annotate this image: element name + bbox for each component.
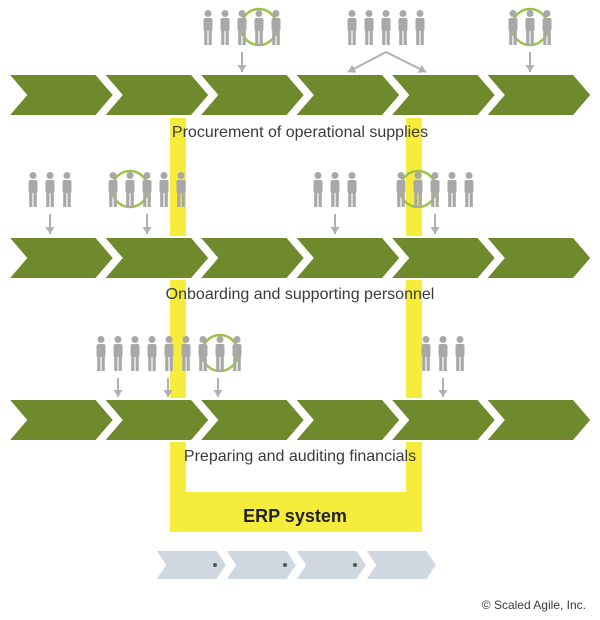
stream-label-onboarding: Onboarding and supporting personnel [165, 286, 435, 303]
down-arrow-icon [347, 51, 387, 73]
people-groups [28, 7, 552, 373]
down-arrow-icon [163, 378, 173, 397]
person-icon [215, 336, 225, 371]
stream-label-procurement: Procurement of operational supplies [171, 124, 429, 141]
copyright-notice: © Scaled Agile, Inc. [481, 598, 586, 612]
person-icon [508, 10, 518, 45]
value-stream-chevron [196, 236, 307, 280]
person-icon [364, 10, 374, 45]
value-stream-row [5, 398, 593, 442]
value-stream-chevron [101, 236, 211, 280]
stream-label-financials: Preparing and auditing financials [183, 448, 417, 465]
person-icon [430, 172, 440, 207]
connector-arrows [45, 51, 535, 397]
person-icon [396, 172, 406, 207]
dot-marker [283, 563, 287, 567]
down-arrow-icon [237, 52, 247, 72]
person-icon [45, 172, 55, 207]
person-icon [108, 172, 118, 207]
person-icon [113, 336, 123, 371]
person-icon [421, 336, 431, 371]
person-icon [176, 172, 186, 207]
erp-band [170, 118, 422, 532]
down-arrow-icon [45, 214, 55, 234]
person-icon [271, 10, 281, 45]
erp-system-label: ERP system [243, 506, 347, 526]
person-icon [142, 172, 152, 207]
value-stream-chevron [101, 73, 211, 117]
value-stream-chevron [483, 398, 593, 442]
person-icon [438, 336, 448, 371]
person-icon [447, 172, 457, 207]
down-arrow-icon [430, 214, 440, 234]
person-icon [347, 10, 357, 45]
value-stream-chevron [5, 236, 116, 280]
down-arrow-icon [142, 214, 152, 234]
down-arrow-icon [438, 378, 448, 397]
value-stream-row [5, 73, 593, 117]
small-chevron [293, 549, 369, 581]
person-icon [147, 336, 157, 371]
person-icon [330, 172, 340, 207]
value-stream-chevron [483, 236, 593, 280]
down-arrow-icon [330, 214, 340, 234]
person-icon [28, 172, 38, 207]
dot-marker [213, 563, 217, 567]
person-icon [159, 172, 169, 207]
person-icon [203, 10, 213, 45]
person-icon [164, 336, 174, 371]
small-chevron-row [153, 549, 439, 581]
person-icon [130, 336, 140, 371]
person-icon [313, 172, 323, 207]
value-stream-chevron [483, 73, 593, 117]
erp-system-band [170, 118, 422, 532]
small-chevron [223, 549, 299, 581]
small-chevron [363, 549, 439, 581]
value-stream-chevron [387, 236, 498, 280]
value-stream-chevron [387, 73, 498, 117]
person-icon [347, 172, 357, 207]
small-chevron [153, 549, 229, 581]
person-icon [62, 172, 72, 207]
person-icon [237, 10, 247, 45]
value-stream-row [5, 236, 593, 280]
value-stream-chevron [387, 398, 498, 442]
person-icon [220, 10, 230, 45]
person-icon [525, 10, 535, 45]
value-stream-chevron [196, 398, 307, 442]
person-icon [254, 10, 264, 45]
person-icon [96, 336, 106, 371]
dot-marker [353, 563, 357, 567]
person-icon [413, 172, 423, 207]
down-arrow-icon [113, 378, 123, 397]
down-arrow-icon [213, 378, 223, 397]
value-stream-chevron [196, 73, 307, 117]
person-icon [542, 10, 552, 45]
value-stream-chevron [5, 398, 116, 442]
person-icon [181, 336, 191, 371]
person-icon [198, 336, 208, 371]
value-stream-chevrons [5, 73, 593, 442]
person-icon [455, 336, 465, 371]
value-stream-chevron [101, 398, 211, 442]
value-stream-chevron [292, 398, 402, 442]
person-icon [415, 10, 425, 45]
person-icon [232, 336, 242, 371]
person-icon [125, 172, 135, 207]
down-arrow-icon [525, 52, 535, 72]
person-icon [464, 172, 474, 207]
person-icon [381, 10, 391, 45]
value-stream-chevron [5, 73, 116, 117]
value-stream-chevron [292, 73, 402, 117]
down-arrow-icon [385, 51, 427, 73]
value-stream-chevron [292, 236, 402, 280]
person-icon [398, 10, 408, 45]
